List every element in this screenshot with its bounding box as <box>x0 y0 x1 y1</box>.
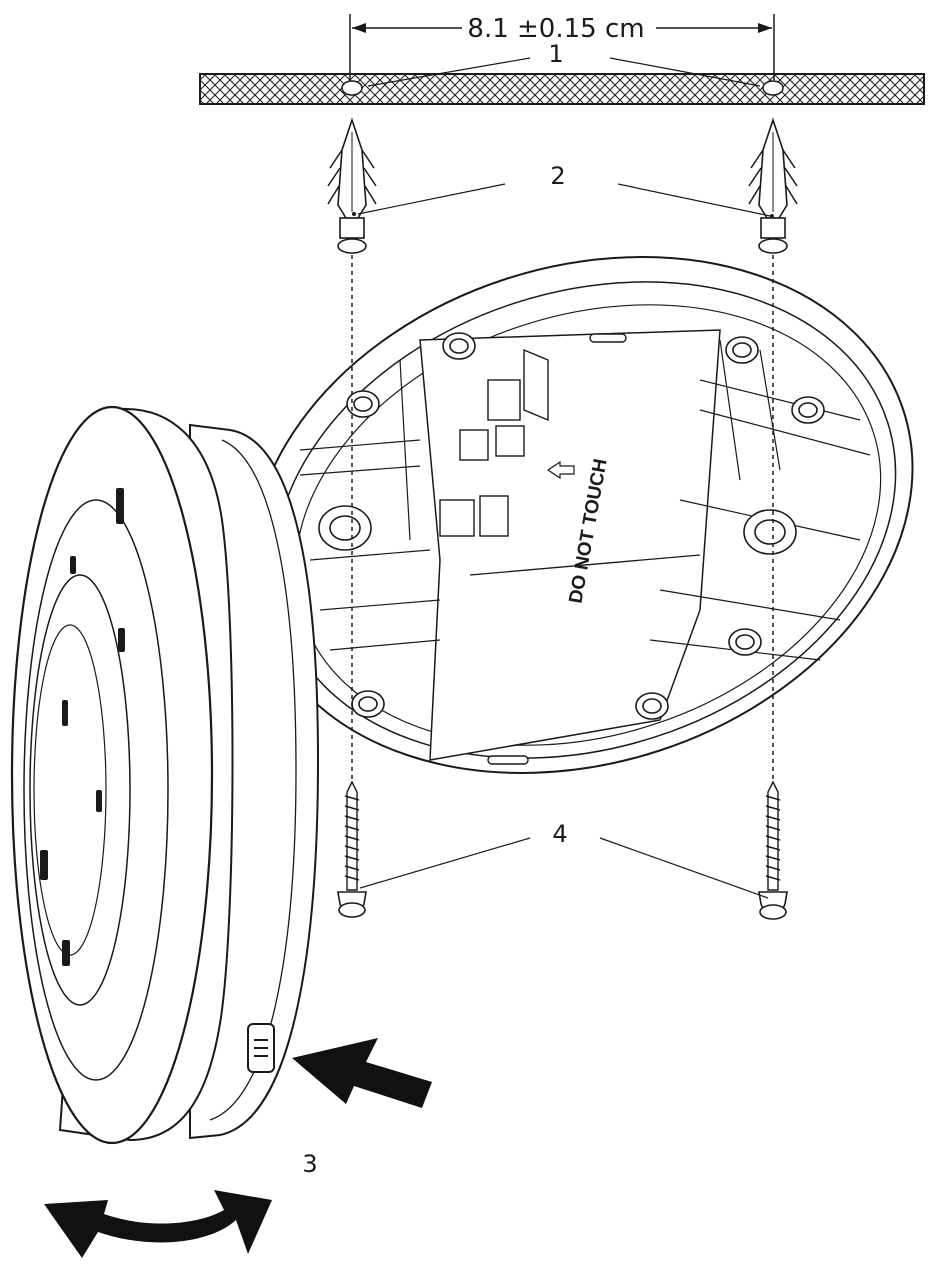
rotate-arrow-icon <box>44 1190 272 1258</box>
mounting-base: DO NOT TOUCH <box>250 256 914 774</box>
callout-1-label: 1 <box>548 40 563 68</box>
wall-plug-left <box>327 117 377 254</box>
smoke-detector <box>10 405 320 1145</box>
callout-4: 4 <box>359 820 769 899</box>
callout-2: 2 <box>357 162 771 217</box>
screw-left <box>337 780 367 918</box>
dimension-label: 8.1 ±0.15 cm <box>467 14 644 44</box>
callout-2-label: 2 <box>550 162 565 190</box>
push-arrow-icon <box>292 1038 432 1108</box>
drill-hole-left <box>341 80 363 96</box>
drill-hole-right <box>762 80 784 96</box>
ceiling <box>199 73 925 105</box>
callout-3-label: 3 <box>302 1150 317 1178</box>
screw-right <box>758 780 788 920</box>
wall-plug-right <box>748 117 798 254</box>
dimension-line: 8.1 ±0.15 cm <box>349 14 775 80</box>
callout-1: 1 <box>367 40 761 87</box>
callout-4-label: 4 <box>552 820 567 848</box>
